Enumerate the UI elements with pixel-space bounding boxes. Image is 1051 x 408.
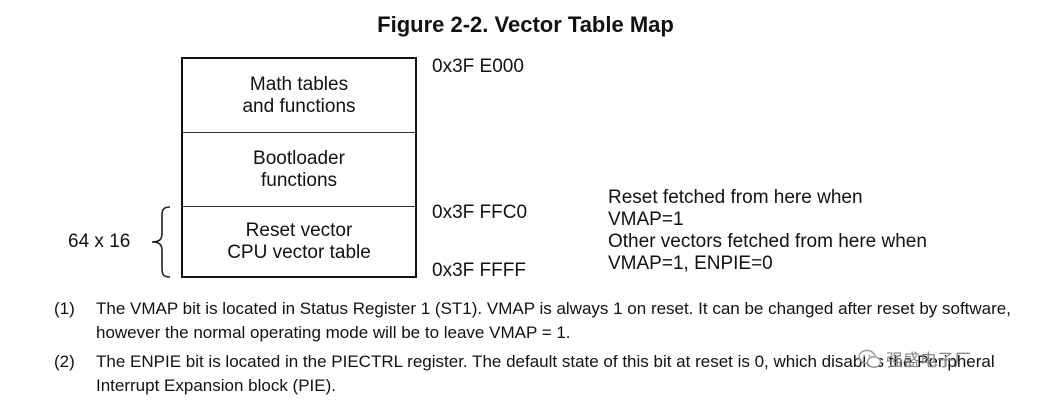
note-line-2: VMAP=1: [608, 209, 684, 230]
note-line-1: Reset fetched from here when: [608, 187, 863, 208]
curly-brace-icon: [151, 206, 171, 278]
block-label-line: Math tables: [249, 73, 349, 95]
block-label-line: CPU vector table: [227, 242, 371, 263]
block-bootloader: Bootloader functions: [183, 132, 415, 207]
address-start: 0x3F E000: [432, 56, 524, 77]
footnote-number: (2): [54, 352, 75, 371]
vector-table-map: Math tables and functions Bootloader fun…: [181, 57, 417, 278]
footnote-number: (1): [54, 299, 75, 318]
block-math-tables: Math tables and functions: [183, 59, 415, 132]
watermark-text: 强盛电子厂: [886, 351, 971, 370]
note-line-4: VMAP=1, ENPIE=0: [608, 253, 773, 274]
block-label-line: Bootloader: [253, 148, 345, 169]
block-reset-vector: Reset vector CPU vector table: [183, 206, 415, 277]
footnote-text: The ENPIE bit is located in the PIECTRL …: [96, 352, 995, 395]
footnote-2: (2) The ENPIE bit is located in the PIEC…: [54, 350, 1014, 398]
block-label-line: and functions: [242, 95, 356, 117]
watermark: 强盛电子厂: [858, 346, 971, 371]
footnote-text: The VMAP bit is located in Status Regist…: [96, 299, 1011, 342]
wechat-icon: [858, 349, 882, 368]
block-label-line: functions: [260, 170, 338, 191]
footnote-1: (1) The VMAP bit is located in Status Re…: [54, 297, 1014, 345]
address-reset-vector: 0x3F FFC0: [432, 202, 528, 223]
address-end: 0x3F FFFF: [432, 260, 526, 281]
brace-label: 64 x 16: [68, 231, 131, 252]
block-label-line: Reset vector: [245, 220, 353, 241]
figure-title: Figure 2-2. Vector Table Map: [377, 12, 674, 37]
note-line-3: Other vectors fetched from here when: [608, 231, 927, 252]
